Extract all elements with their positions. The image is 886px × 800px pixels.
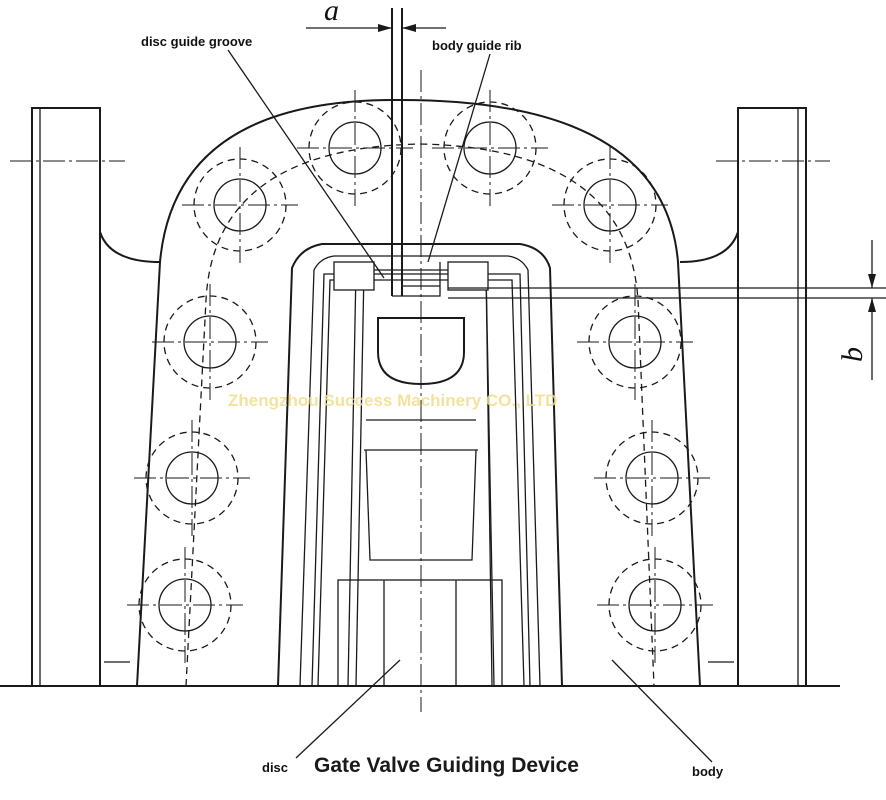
bolt-hole-outer <box>608 558 702 652</box>
bolt-hole-outer <box>138 558 232 652</box>
diagram-title: Gate Valve Guiding Device <box>314 754 579 777</box>
left-flange <box>10 107 161 687</box>
bolt-hole-outer <box>308 101 402 195</box>
dimension-a: a <box>306 0 446 32</box>
bolt-hole <box>597 547 713 663</box>
right-flange <box>679 107 830 687</box>
watermark: Zhengzhou Success Machinery CO., LTD <box>228 391 557 410</box>
bolt-hole <box>432 90 548 206</box>
label-body-guide-rib: body guide rib <box>432 38 522 53</box>
guide-stem <box>391 8 441 712</box>
bolt-hole-outer <box>588 295 682 389</box>
bolt-hole <box>552 147 668 263</box>
label-disc-guide-groove: disc guide groove <box>141 34 252 49</box>
bolt-hole-outer <box>443 101 537 195</box>
bolt-hole <box>577 284 693 400</box>
bolt-hole <box>182 147 298 263</box>
bolt-hole <box>152 284 268 400</box>
bolt-hole-outer <box>563 158 657 252</box>
bolt-hole <box>297 90 413 206</box>
dimension-b: b <box>448 240 886 380</box>
dimension-a-label: a <box>324 0 339 27</box>
bolt-hole <box>134 420 250 536</box>
bolt-hole-outer <box>145 431 239 525</box>
bolt-hole-outer <box>163 295 257 389</box>
disc <box>333 261 503 687</box>
bolt-holes <box>127 90 713 663</box>
bolt-hole <box>594 420 710 536</box>
dimension-b-label: b <box>836 347 869 362</box>
bolt-hole <box>127 547 243 663</box>
leader-lines <box>227 49 713 763</box>
bolt-hole-outer <box>193 158 287 252</box>
label-body: body <box>692 764 724 779</box>
bolt-hole-outer <box>605 431 699 525</box>
label-disc: disc <box>262 760 288 775</box>
